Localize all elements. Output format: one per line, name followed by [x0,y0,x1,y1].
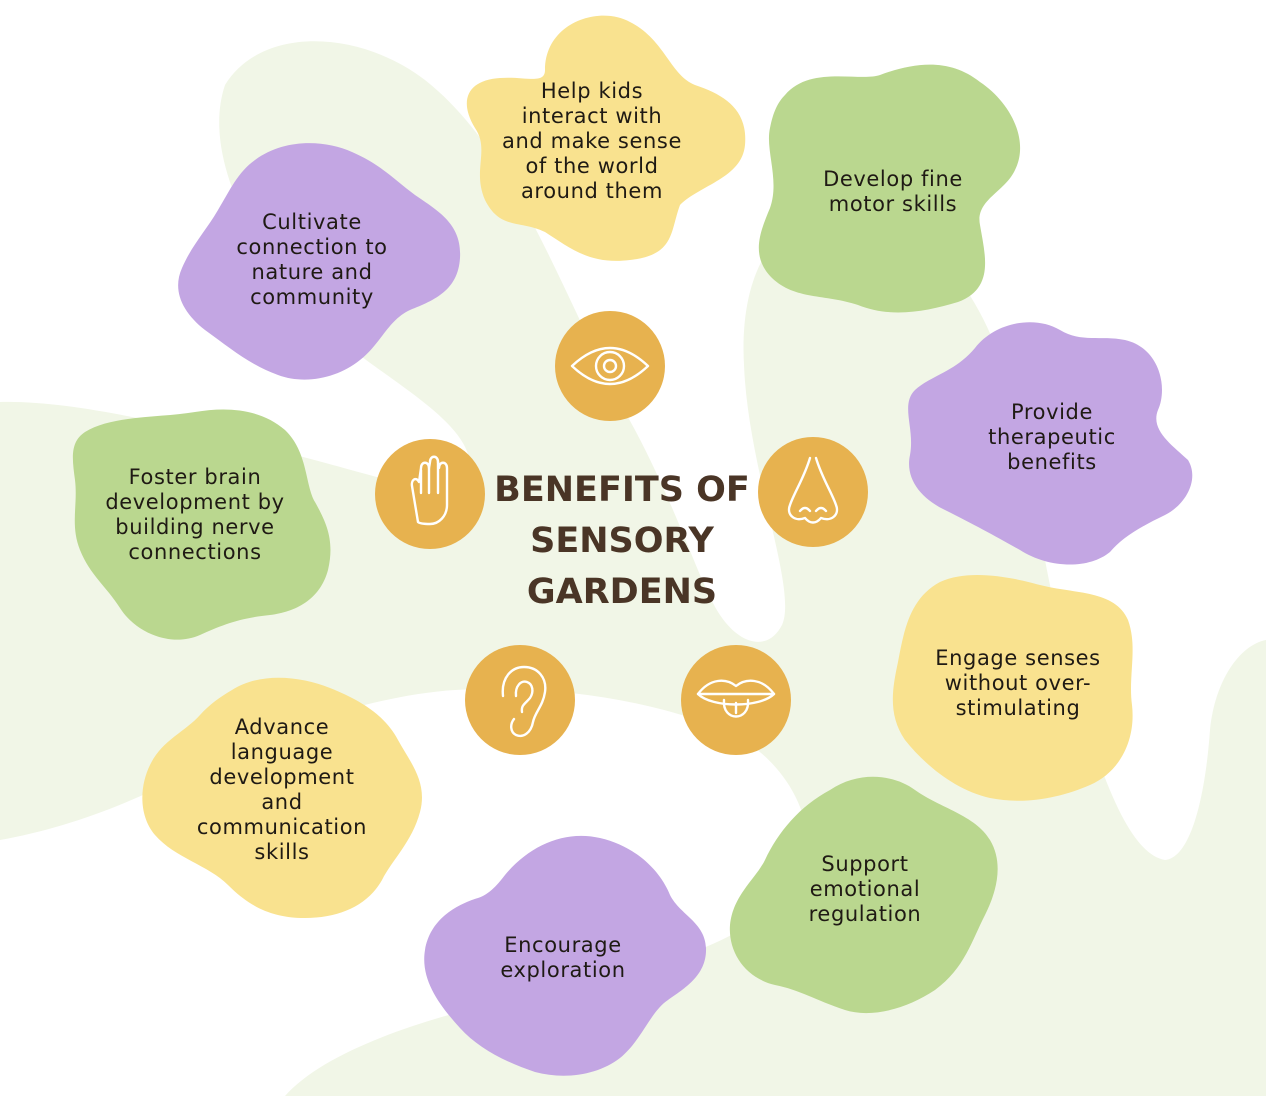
benefit-text-line: regulation [809,902,922,926]
icon-circle [375,439,485,549]
benefit-text-line: building nerve [115,515,274,539]
benefit-text-line: Support [821,852,908,876]
benefit-text-line: without over- [945,671,1091,695]
blob-shape [424,835,707,1076]
blob-shape [466,15,746,261]
benefit-text-line: and make sense [502,129,682,153]
benefit-text-line: emotional [810,877,921,901]
icon-line [514,680,534,714]
benefit-text-line: development by [105,490,284,514]
benefit-text-line: stimulating [956,696,1081,720]
benefit-text-line: Cultivate [262,210,362,234]
eye-icon [555,311,665,421]
icon-line [696,679,776,706]
icon-circle [681,645,791,755]
benefit-text-line: skills [254,840,309,864]
icon-line [501,665,547,737]
benefit-text-line: connection to [236,235,387,259]
benefit-text-line: exploration [500,958,625,982]
blob-shape [142,677,422,918]
icon-line [570,346,650,386]
tongue-icon [681,645,791,755]
benefit-text-line: Encourage [504,933,621,957]
benefit-text-line: language [231,740,334,764]
benefit-text-line: and [261,790,302,814]
blob-shape [908,322,1193,565]
blob-shape [758,64,1021,313]
benefit-text-line: Foster brain [129,465,262,489]
icon-line [602,358,618,374]
icon-line [798,506,828,513]
benefit-text-line: communication [197,815,367,839]
benefit-text-line: community [250,285,374,309]
benefit-text-line: Develop fine [823,167,963,191]
benefit-text-line: of the world [525,154,658,178]
icon-line [787,456,839,524]
icon-circle [758,437,868,547]
benefit-text-line: development [209,765,354,789]
page-title: BENEFITS OF SENSORY GARDENS [494,470,750,612]
icon-circle [555,311,665,421]
title-line: GARDENS [527,572,717,612]
blob-shape [178,143,461,380]
icon-circle [465,645,575,755]
blob-shape [72,409,331,640]
icon-line [419,460,440,495]
benefit-text-line: therapeutic [988,425,1116,449]
hand-icon [375,439,485,549]
blob-shape [892,574,1133,801]
title-line: BENEFITS OF [494,470,750,510]
benefit-text-line: around them [521,179,663,203]
benefit-text-line: Advance [235,715,330,739]
benefit-text-line: connections [128,540,261,564]
icon-line [722,698,750,718]
benefit-text-line: benefits [1007,450,1097,474]
icon-line [594,350,626,382]
benefit-text-line: Engage senses [935,646,1100,670]
blob-shape [729,776,998,1014]
nose-icon [758,437,868,547]
title-line: SENSORY [530,521,714,561]
benefit-text-line: Help kids [541,79,643,103]
sense-icons [375,311,868,755]
ear-icon [465,645,575,755]
benefit-text-line: Provide [1011,400,1093,424]
benefit-text-line: nature and [252,260,373,284]
benefit-text-line: motor skills [829,192,957,216]
benefit-text-line: interact with [522,104,663,128]
